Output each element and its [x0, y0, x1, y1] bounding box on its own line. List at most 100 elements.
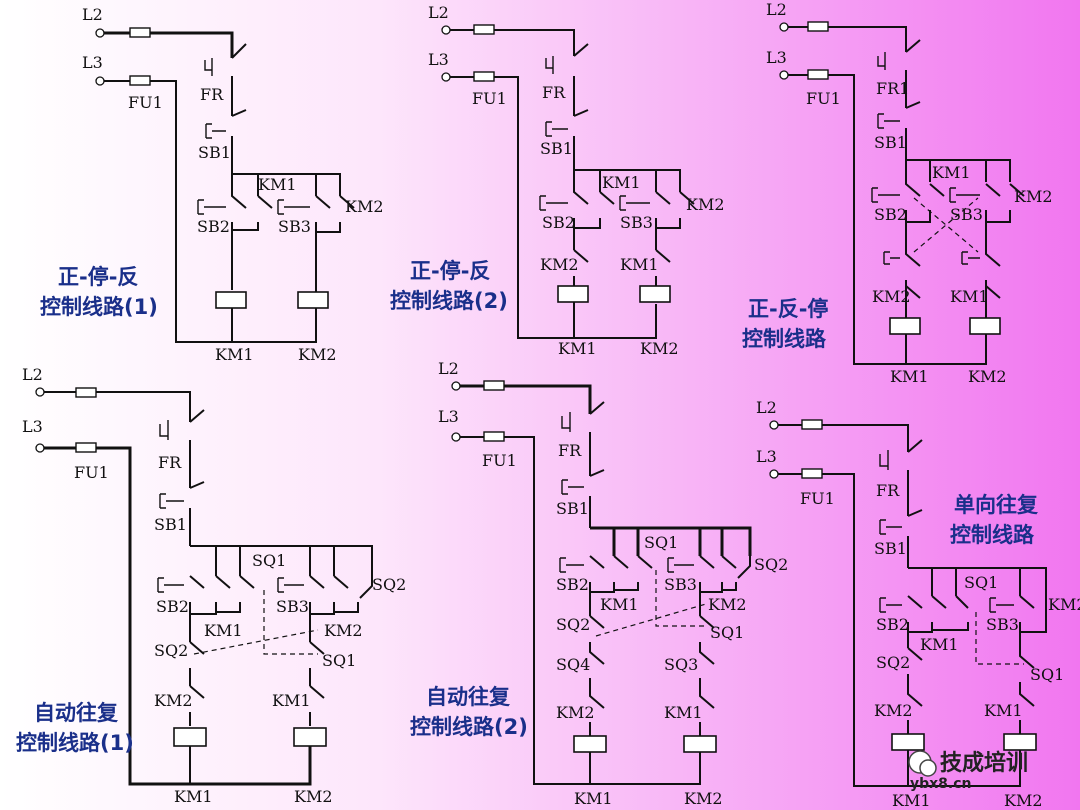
label-sb1: SB1 — [540, 139, 573, 158]
wechat-icon-bubble — [919, 759, 937, 777]
terminal-l2 — [451, 381, 461, 391]
coil-km2 — [1003, 733, 1037, 751]
coil-km1 — [889, 317, 921, 335]
label-l2: L2 — [766, 0, 787, 19]
label-fu1: FU1 — [128, 93, 163, 112]
terminal-l3 — [779, 70, 789, 80]
fuse-fu1 — [129, 75, 151, 86]
watermark: 技成培训 ybx8.cn — [908, 750, 1028, 792]
caption-line-2: 控制线路(1) — [40, 295, 158, 319]
label-km1: KM1 — [258, 175, 297, 194]
coil-km1 — [891, 733, 925, 751]
label-sq2-top: SQ2 — [754, 555, 788, 574]
label-coil-km1: KM1 — [890, 367, 929, 386]
label-sq2-top: SQ2 — [372, 575, 406, 594]
coil-km1 — [557, 285, 589, 303]
label-sq2: SQ2 — [154, 641, 188, 660]
caption-line-1: 自动往复 — [34, 701, 119, 725]
terminal-l2 — [441, 25, 451, 35]
label-sq3: SQ3 — [664, 655, 698, 674]
coil-km1 — [173, 727, 207, 747]
label-l3: L3 — [756, 447, 777, 466]
label-sb2: SB2 — [542, 213, 575, 232]
circuit-4: L2 L3 FU1 FR SB1 SQ1 SB2 SB3 SQ2 KM1 KM2… — [16, 365, 406, 806]
caption-line-1: 单向往复 — [954, 493, 1039, 517]
label-km2: KM2 — [345, 197, 384, 216]
label-sb3: SB3 — [620, 213, 653, 232]
fuse-fu1 — [75, 442, 97, 453]
label-sq1: SQ1 — [710, 623, 744, 642]
label-fr: FR — [558, 441, 582, 460]
fuse-fu1 — [473, 71, 495, 82]
label-fr: FR — [158, 453, 182, 472]
label-coil-km1: KM1 — [892, 791, 931, 810]
label-l3: L3 — [82, 53, 103, 72]
caption-line-2: 控制线路 — [950, 523, 1035, 547]
fuse-fu1 — [483, 431, 505, 442]
label-coil-km2: KM2 — [684, 789, 723, 808]
coil-km2 — [297, 291, 329, 309]
label-km2-aux: KM2 — [1048, 595, 1080, 614]
fuse-fu1 — [801, 468, 823, 479]
label-fu1: FU1 — [472, 89, 507, 108]
label-coil-km1: KM1 — [574, 789, 613, 808]
label-sb3: SB3 — [276, 597, 309, 616]
label-sb2: SB2 — [556, 575, 589, 594]
fuse-l2 — [483, 380, 505, 391]
terminal-l2 — [95, 28, 105, 38]
label-sq1-top: SQ1 — [252, 551, 286, 570]
label-coil-km1: KM1 — [215, 345, 254, 364]
label-km2-aux: KM2 — [708, 595, 747, 614]
circuit-1: L2 L3 FU1 FR SB1 KM1 SB2 SB3 KM2 KM1 KM2 — [40, 5, 384, 364]
label-sb1: SB1 — [556, 499, 589, 518]
label-fu1: FU1 — [800, 489, 835, 508]
label-km2-interlock: KM2 — [874, 701, 913, 720]
caption-line-2: 控制线路(1) — [16, 731, 134, 755]
label-km1-interlock: KM1 — [950, 287, 989, 306]
caption-line-1: 正-停-反 — [410, 259, 490, 283]
label-sq1-top: SQ1 — [644, 533, 678, 552]
circuit-3: L2 L3 FU1 FR1 SB1 KM1 SB2 SB3 KM2 KM2 KM… — [742, 0, 1053, 386]
label-km1-interlock: KM1 — [664, 703, 703, 722]
terminal-l2 — [35, 387, 45, 397]
label-km2-aux: KM2 — [324, 621, 363, 640]
label-fu1: FU1 — [74, 463, 109, 482]
fuse-fu1 — [807, 69, 829, 80]
label-sb2: SB2 — [197, 217, 230, 236]
label-l3: L3 — [22, 417, 43, 436]
label-coil-km1: KM1 — [558, 339, 597, 358]
label-l2: L2 — [82, 5, 103, 24]
label-l2: L2 — [438, 359, 459, 378]
label-fr: FR — [876, 481, 900, 500]
label-l3: L3 — [438, 407, 459, 426]
coil-km1 — [215, 291, 247, 309]
label-coil-km2: KM2 — [1004, 791, 1043, 810]
label-sq2: SQ2 — [556, 615, 590, 634]
label-fu1: FU1 — [806, 89, 841, 108]
circuit-2: L2 L3 FU1 FR SB1 KM1 SB2 SB3 KM2 KM2 KM1… — [390, 3, 725, 358]
label-km2-interlock: KM2 — [556, 703, 595, 722]
label-sb3: SB3 — [664, 575, 697, 594]
circuit-6: L2 L3 FU1 FR SB1 SQ1 SB2 SB3 KM2 KM1 SQ2… — [756, 398, 1080, 810]
terminal-l3 — [35, 443, 45, 453]
label-sb3: SB3 — [278, 217, 311, 236]
label-sb2: SB2 — [874, 205, 907, 224]
label-sb1: SB1 — [874, 133, 907, 152]
terminal-l3 — [441, 72, 451, 82]
label-sq1: SQ1 — [322, 651, 356, 670]
label-coil-km1: KM1 — [174, 787, 213, 806]
label-sb2: SB2 — [876, 615, 909, 634]
coil-km2 — [293, 727, 327, 747]
label-km2: KM2 — [1014, 187, 1053, 206]
label-l2: L2 — [756, 398, 777, 417]
label-fr: FR — [200, 85, 224, 104]
label-l3: L3 — [766, 48, 787, 67]
label-fu1: FU1 — [482, 451, 517, 470]
terminal-l3 — [95, 76, 105, 86]
label-km1: KM1 — [932, 163, 971, 182]
caption-line-1: 正-停-反 — [58, 265, 138, 289]
label-sq2: SQ2 — [876, 653, 910, 672]
label-km1-aux: KM1 — [204, 621, 243, 640]
watermark-name: 技成培训 — [940, 750, 1028, 776]
